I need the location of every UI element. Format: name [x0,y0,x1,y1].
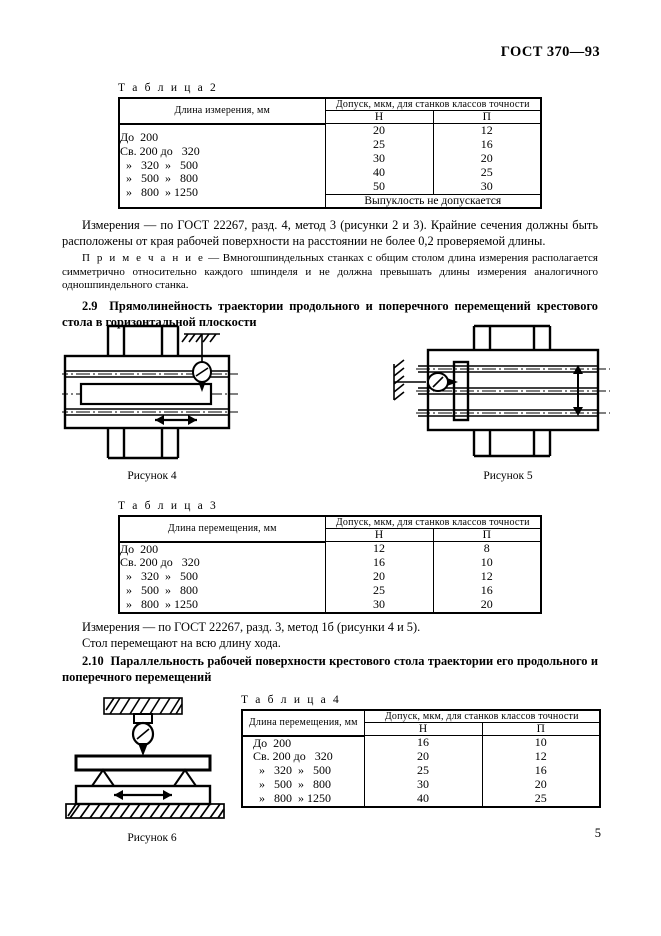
table2-class-p: П [432,110,542,124]
table-row: До 200 Св. 200 до 320 » 320 » 500 » 500 … [118,122,542,209]
section-number: 2.10 [82,654,104,668]
table4-caption: Т а б л и ц а 4 [241,694,342,706]
section-title: Параллельность рабочей поверхности крест… [62,654,599,685]
table3-class-n: Н [324,528,434,542]
table3: Длина перемещения, мм Допуск, мкм, для с… [118,515,542,615]
note-label: П р и м е ч а н и е [82,252,205,264]
table3-caption: Т а б л и ц а 3 [118,500,219,512]
figure-6-svg [65,697,225,819]
table-row: Н П [119,528,542,542]
table4-values-p: 10 12 16 20 25 [481,735,601,809]
table3-class-p: П [432,528,542,542]
table-row: Длина перемещения, мм Допуск, мкм, для с… [118,515,542,543]
paragraph-measurement-method-2-9-line2: Стол перемещают на всю длину хода. [62,636,598,652]
paragraph-text: Измерения — по ГОСТ 22267, разд. 3, мето… [82,620,421,634]
table-row: До 200 Св. 200 до 320 » 320 » 500 » 500 … [118,541,542,615]
table2-values-n: 20 25 30 40 50 [324,123,434,195]
paragraph-measurement-method-2-8: Измерения — по ГОСТ 22267, разд. 4, мето… [62,218,598,249]
table2-row-labels: До 200 Св. 200 до 320 » 320 » 500 » 500 … [118,122,326,209]
table2: Длина измерения, мм Допуск, мкм, для ста… [118,97,542,209]
table2-values-p: 12 16 20 25 30 [432,123,542,195]
paragraph-text: Измерения — по ГОСТ 22267, разд. 4, мето… [62,218,598,248]
table-row: Выпуклость не допускается [119,193,542,209]
table-row: До 200 Св. 200 до 320 » 320 » 500 » 500 … [241,735,601,809]
table2-footer-note: Выпуклость не допускается [324,193,542,209]
paragraph-measurement-method-2-9-line1: Измерения — по ГОСТ 22267, разд. 3, мето… [62,620,598,636]
figure-6-diagram [62,690,242,820]
table-row: Н П [119,110,542,124]
table3-values-p: 8 10 12 16 20 [432,541,542,615]
table4: Длина перемещения, мм Допуск, мкм, для с… [241,709,601,809]
figure-5-diagram [388,324,628,474]
figure-4-svg [62,324,238,460]
paragraph-text: Стол перемещают на всю длину хода. [82,636,281,650]
figure-5-caption: Рисунок 5 [483,470,533,482]
table2-col-tolerance-header: Допуск, мкм, для станков классов точност… [324,97,542,111]
figure-6-caption: Рисунок 6 [127,832,177,844]
table2-caption: Т а б л и ц а 2 [118,82,219,94]
table2-class-n: Н [324,110,434,124]
table3-row-labels: До 200 Св. 200 до 320 » 320 » 500 » 500 … [118,541,326,615]
table3-values-n: 12 16 20 25 30 [324,541,434,615]
page-header-standard-number: ГОСТ 370—93 [500,44,600,60]
table4-col-measure-header: Длина перемещения, мм [241,709,365,737]
table4-class-p: П [481,722,601,736]
section-heading-2-10: 2.10 Параллельность рабочей поверхности … [62,653,598,685]
table4-row-labels: До 200 Св. 200 до 320 » 320 » 500 » 500 … [241,735,365,809]
table-row: Длина измерения, мм Допуск, мкм, для ста… [118,97,542,125]
table-row: Длина перемещения, мм Допуск, мкм, для с… [241,709,601,737]
figure-5-svg [393,324,610,458]
table2-col-measure-header: Длина измерения, мм [118,97,326,125]
section-heading-2-9: 2.9 Прямолинейность траектории продольно… [62,298,598,330]
table4-values-n: 16 20 25 30 40 [363,735,483,809]
section-number: 2.9 [82,299,98,313]
table-row: Н П [242,722,601,736]
figure-4-caption: Рисунок 4 [127,470,177,482]
figure-4-diagram [62,324,342,474]
note-text: — Вмногошпиндельных станках с общим стол… [62,252,598,292]
table3-col-tolerance-header: Допуск, мкм, для станков классов точност… [324,515,542,529]
note-multispindle: П р и м е ч а н и е — Вмногошпиндельных … [62,252,598,293]
table4-col-tolerance-header: Допуск, мкм, для станков классов точност… [363,709,601,723]
table3-col-measure-header: Длина перемещения, мм [118,515,326,543]
table4-class-n: Н [363,722,483,736]
page-number: 5 [594,826,601,840]
